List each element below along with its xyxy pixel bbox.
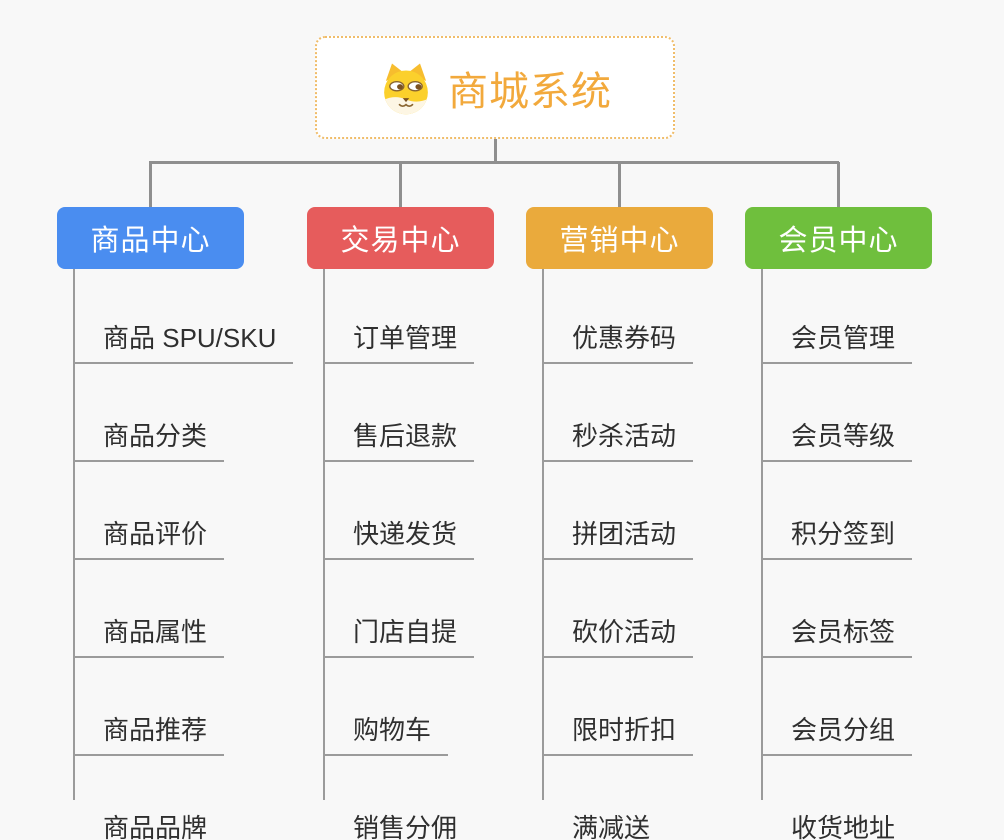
child-topic[interactable]: 会员分组 bbox=[761, 658, 913, 756]
child-topic[interactable]: 收货地址 bbox=[761, 756, 912, 840]
branch-label: 营销中心 bbox=[559, 225, 680, 257]
connector-trunk bbox=[323, 269, 325, 800]
child-topic[interactable]: 满减送 bbox=[542, 756, 667, 840]
branch-label: 商品中心 bbox=[90, 225, 211, 257]
child-topic[interactable]: 售后退款 bbox=[323, 364, 475, 462]
branch-box-trade[interactable]: 交易中心 bbox=[307, 207, 494, 269]
child-topic[interactable]: 砍价活动 bbox=[542, 560, 694, 658]
branch-marketing: 营销中心 优惠券码 秒杀活动 拼团活动 砍价活动 限时折扣 满减送 bbox=[526, 207, 713, 840]
child-topic[interactable]: 订单管理 bbox=[323, 266, 475, 364]
child-topic[interactable]: 优惠券码 bbox=[542, 266, 694, 364]
child-topic[interactable]: 会员管理 bbox=[761, 266, 913, 364]
child-topic[interactable]: 商品分类 bbox=[73, 364, 225, 462]
connector-root-stem bbox=[494, 139, 497, 163]
connector-bus bbox=[149, 161, 839, 164]
branch-children: 商品 SPU/SKU 商品分类 商品评价 商品属性 商品推荐 商品品牌 bbox=[73, 266, 294, 840]
branch-member: 会员中心 会员管理 会员等级 积分签到 会员标签 会员分组 收货地址 bbox=[745, 207, 932, 840]
child-topic[interactable]: 快递发货 bbox=[323, 462, 475, 560]
child-topic[interactable]: 拼团活动 bbox=[542, 462, 694, 560]
child-topic[interactable]: 商品推荐 bbox=[73, 658, 225, 756]
child-topic[interactable]: 限时折扣 bbox=[542, 658, 694, 756]
connector-trunk bbox=[73, 269, 75, 800]
connector-drop-member bbox=[837, 162, 840, 207]
connector-drop-product bbox=[149, 162, 152, 207]
branch-box-product[interactable]: 商品中心 bbox=[57, 207, 244, 269]
branch-label: 交易中心 bbox=[340, 225, 461, 257]
child-topic[interactable]: 秒杀活动 bbox=[542, 364, 694, 462]
branch-box-marketing[interactable]: 营销中心 bbox=[526, 207, 713, 269]
root-node[interactable]: 商城系统 bbox=[315, 36, 675, 139]
child-topic[interactable]: 积分签到 bbox=[761, 462, 913, 560]
connector-trunk bbox=[542, 269, 544, 800]
branch-children: 会员管理 会员等级 积分签到 会员标签 会员分组 收货地址 bbox=[761, 266, 913, 840]
branch-box-member[interactable]: 会员中心 bbox=[745, 207, 932, 269]
branch-children: 订单管理 售后退款 快递发货 门店自提 购物车 销售分佣 bbox=[323, 266, 475, 840]
connector-drop-marketing bbox=[618, 162, 621, 207]
child-topic[interactable]: 商品 SPU/SKU bbox=[73, 266, 294, 364]
branch-label: 会员中心 bbox=[778, 225, 899, 257]
child-topic[interactable]: 会员等级 bbox=[761, 364, 913, 462]
child-topic[interactable]: 商品品牌 bbox=[73, 756, 224, 840]
branch-children: 优惠券码 秒杀活动 拼团活动 砍价活动 限时折扣 满减送 bbox=[542, 266, 694, 840]
child-topic[interactable]: 销售分佣 bbox=[323, 756, 474, 840]
child-topic[interactable]: 商品属性 bbox=[73, 560, 225, 658]
child-topic[interactable]: 商品评价 bbox=[73, 462, 225, 560]
branch-product: 商品中心 商品 SPU/SKU 商品分类 商品评价 商品属性 商品推荐 商品品牌 bbox=[57, 207, 294, 840]
child-topic[interactable]: 门店自提 bbox=[323, 560, 475, 658]
branch-trade: 交易中心 订单管理 售后退款 快递发货 门店自提 购物车 销售分佣 bbox=[307, 207, 494, 840]
root-title: 商城系统 bbox=[448, 69, 612, 114]
connector-trunk bbox=[761, 269, 763, 800]
connector-drop-trade bbox=[399, 162, 402, 207]
doge-icon bbox=[378, 60, 434, 116]
child-topic[interactable]: 购物车 bbox=[323, 658, 449, 756]
child-topic[interactable]: 会员标签 bbox=[761, 560, 913, 658]
